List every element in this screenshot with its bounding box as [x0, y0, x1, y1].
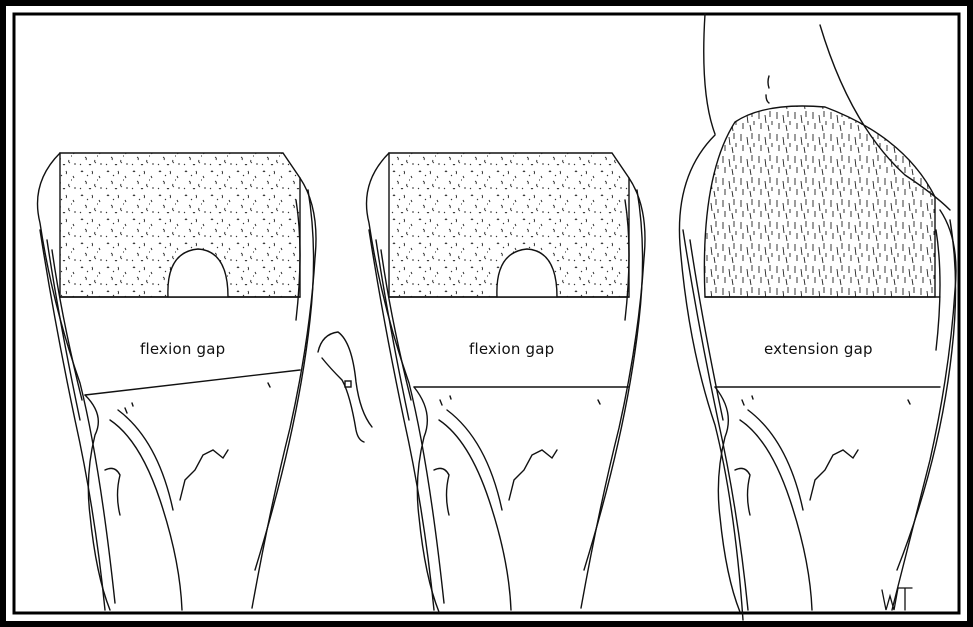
panel-3-gap-label: extension gap: [764, 340, 873, 358]
femur-block-3: [704, 106, 935, 297]
panel-2-drawing: [367, 153, 646, 612]
panel-2-gap-label: flexion gap: [469, 340, 554, 358]
panel-1-gap-label: flexion gap: [140, 340, 225, 358]
saw-blade: [318, 332, 372, 427]
panel-1-drawing: [38, 153, 373, 610]
outer-border: [3, 3, 970, 624]
panel-3-drawing: [679, 14, 956, 620]
inner-border: [14, 14, 959, 613]
artist-signature: [882, 588, 912, 610]
